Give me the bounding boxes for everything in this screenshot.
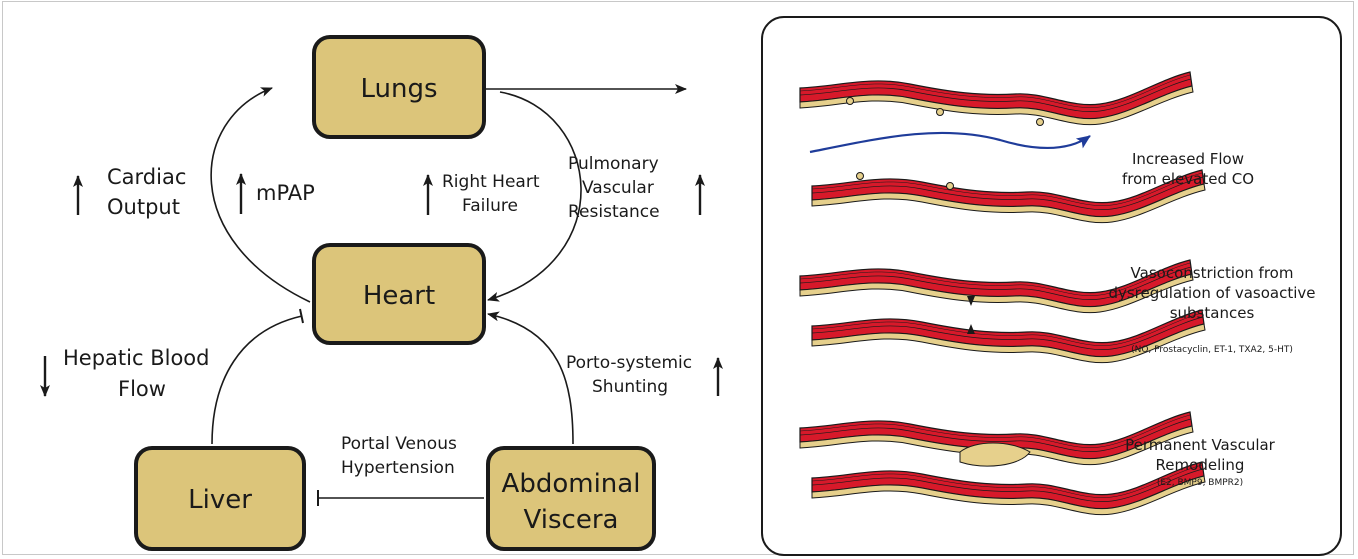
- heart-box: Heart: [314, 245, 484, 343]
- porto-line1: Porto-systemic: [566, 353, 692, 373]
- porto-systemic-annotation: Porto-systemic Shunting: [566, 353, 718, 397]
- abdominal-label-line2: Viscera: [524, 505, 619, 535]
- remodel-line2: Remodeling: [1156, 456, 1245, 474]
- hbf-line2: Flow: [118, 377, 166, 401]
- cardiac-output-line1: Cardiac: [107, 165, 186, 189]
- pvr-annotation: Pulmonary Vascular Resistance: [568, 154, 700, 222]
- mpap-annotation: mPAP: [241, 174, 315, 214]
- pvr-line3: Resistance: [568, 202, 660, 222]
- liver-label: Liver: [188, 485, 252, 515]
- hepatic-blood-flow-annotation: Hepatic Blood Flow: [45, 346, 209, 401]
- heart-label: Heart: [363, 281, 435, 311]
- vaso-line1: Vasoconstriction from: [1131, 264, 1294, 282]
- flow-line2: from elevated CO: [1122, 170, 1254, 188]
- portal-venous-hypertension-annotation: Portal Venous Hypertension: [341, 434, 457, 478]
- liver-to-heart-connector: [212, 316, 302, 444]
- remodel-line1: Permanent Vascular: [1125, 436, 1276, 454]
- vaso-line2: dysregulation of vasoactive: [1108, 284, 1315, 302]
- vaso-substances: (NO, Prostacyclin, ET-1, TXA2, 5-HT): [1131, 345, 1293, 355]
- rhf-line2: Failure: [462, 196, 518, 216]
- remodel-factors: (E2, BMP9, BMPR2): [1157, 478, 1243, 488]
- lungs-label: Lungs: [360, 74, 437, 104]
- abdominal-viscera-box: Abdominal Viscera: [488, 448, 654, 549]
- abdominal-label-line1: Abdominal: [502, 469, 641, 499]
- lungs-box: Lungs: [314, 37, 484, 137]
- pvh-line2: Hypertension: [341, 458, 455, 478]
- mpap-label: mPAP: [256, 181, 315, 205]
- vaso-line3: substances: [1170, 304, 1255, 322]
- rhf-line1: Right Heart: [442, 172, 540, 192]
- cardiac-output-line2: Output: [107, 195, 180, 219]
- liver-box: Liver: [136, 448, 304, 549]
- abdominal-to-heart-arrow: [488, 314, 573, 444]
- porto-line2: Shunting: [592, 377, 668, 397]
- flow-line1: Increased Flow: [1132, 150, 1244, 168]
- pvr-line2: Vascular: [582, 178, 654, 198]
- pvr-line1: Pulmonary: [568, 154, 659, 174]
- hbf-line1: Hepatic Blood: [63, 346, 209, 370]
- right-heart-failure-annotation: Right Heart Failure: [428, 172, 540, 216]
- pvh-line1: Portal Venous: [341, 434, 457, 454]
- cardiac-output-annotation: Cardiac Output: [78, 165, 186, 219]
